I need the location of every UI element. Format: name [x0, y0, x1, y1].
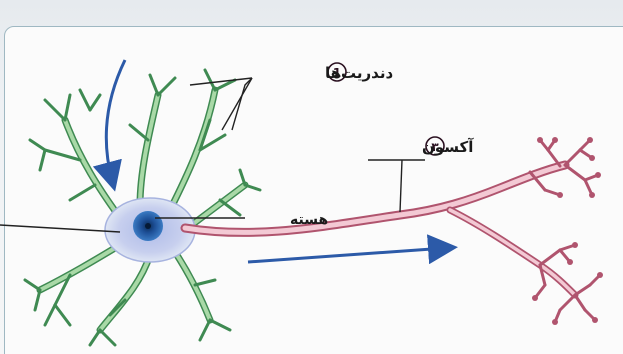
- label-dendrites-text: دندریت‌ها: [325, 64, 393, 82]
- label-nucleus: هسته: [290, 212, 328, 228]
- flow-arrow-dendrite: [106, 60, 125, 180]
- flow-arrow-axon: [248, 248, 446, 262]
- label-axon: ۳ آکسون: [422, 137, 474, 156]
- label-axon-text: آکسون: [422, 138, 474, 156]
- label-dendrites: 1 دندریت‌ها: [325, 63, 393, 82]
- axon-group: [185, 137, 603, 325]
